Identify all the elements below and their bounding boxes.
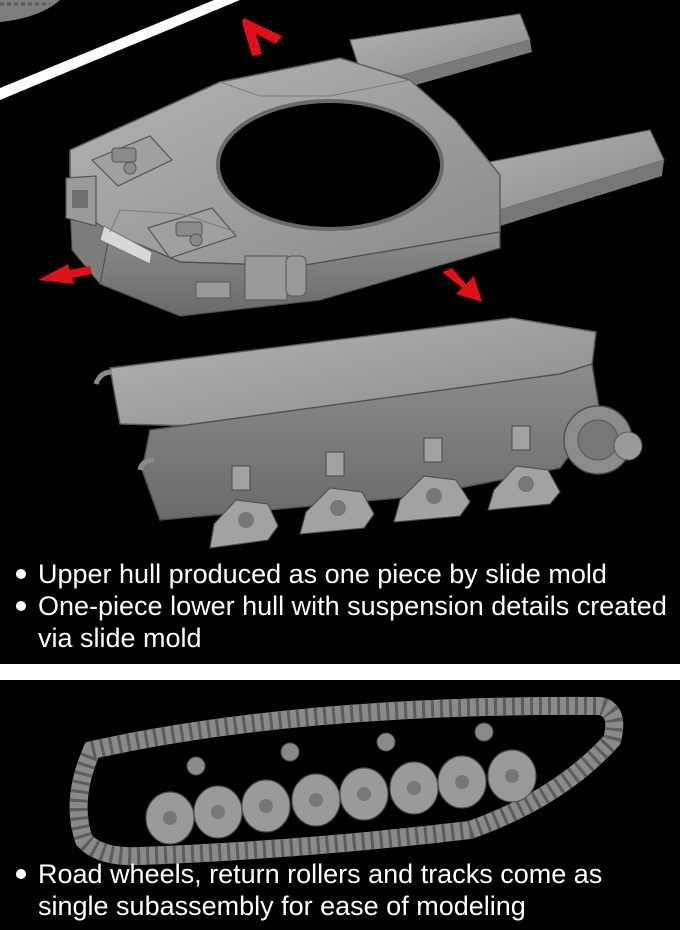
track-fragment [0, 0, 60, 22]
lower-hull [93, 317, 643, 549]
feature-item: Road wheels, return rollers and tracks c… [14, 858, 680, 922]
arrow-up-left-icon [242, 18, 282, 56]
arrow-left-icon [38, 264, 92, 284]
bullet-icon [16, 569, 26, 579]
track-assembly [69, 696, 624, 866]
feature-item: One-piece lower hull with suspension det… [14, 590, 680, 654]
bullet-icon [16, 869, 26, 879]
arrow-down-right-icon [442, 268, 482, 302]
bullet-icon [16, 601, 26, 611]
feature-text: Upper hull produced as one piece by slid… [38, 559, 607, 589]
hull-illustration [0, 0, 665, 549]
upper-hull [65, 13, 665, 317]
lower-panel: Road wheels, return rollers and tracks c… [0, 680, 680, 930]
section-divider [0, 664, 680, 680]
lower-feature-list: Road wheels, return rollers and tracks c… [14, 858, 680, 922]
diagonal-stripe [0, 0, 240, 100]
feature-text: One-piece lower hull with suspension det… [38, 591, 667, 653]
feature-item: Upper hull produced as one piece by slid… [14, 558, 680, 590]
upper-feature-list: Upper hull produced as one piece by slid… [14, 558, 680, 654]
feature-text: Road wheels, return rollers and tracks c… [38, 859, 603, 921]
track-illustration [69, 696, 624, 866]
upper-panel: Upper hull produced as one piece by slid… [0, 0, 680, 654]
